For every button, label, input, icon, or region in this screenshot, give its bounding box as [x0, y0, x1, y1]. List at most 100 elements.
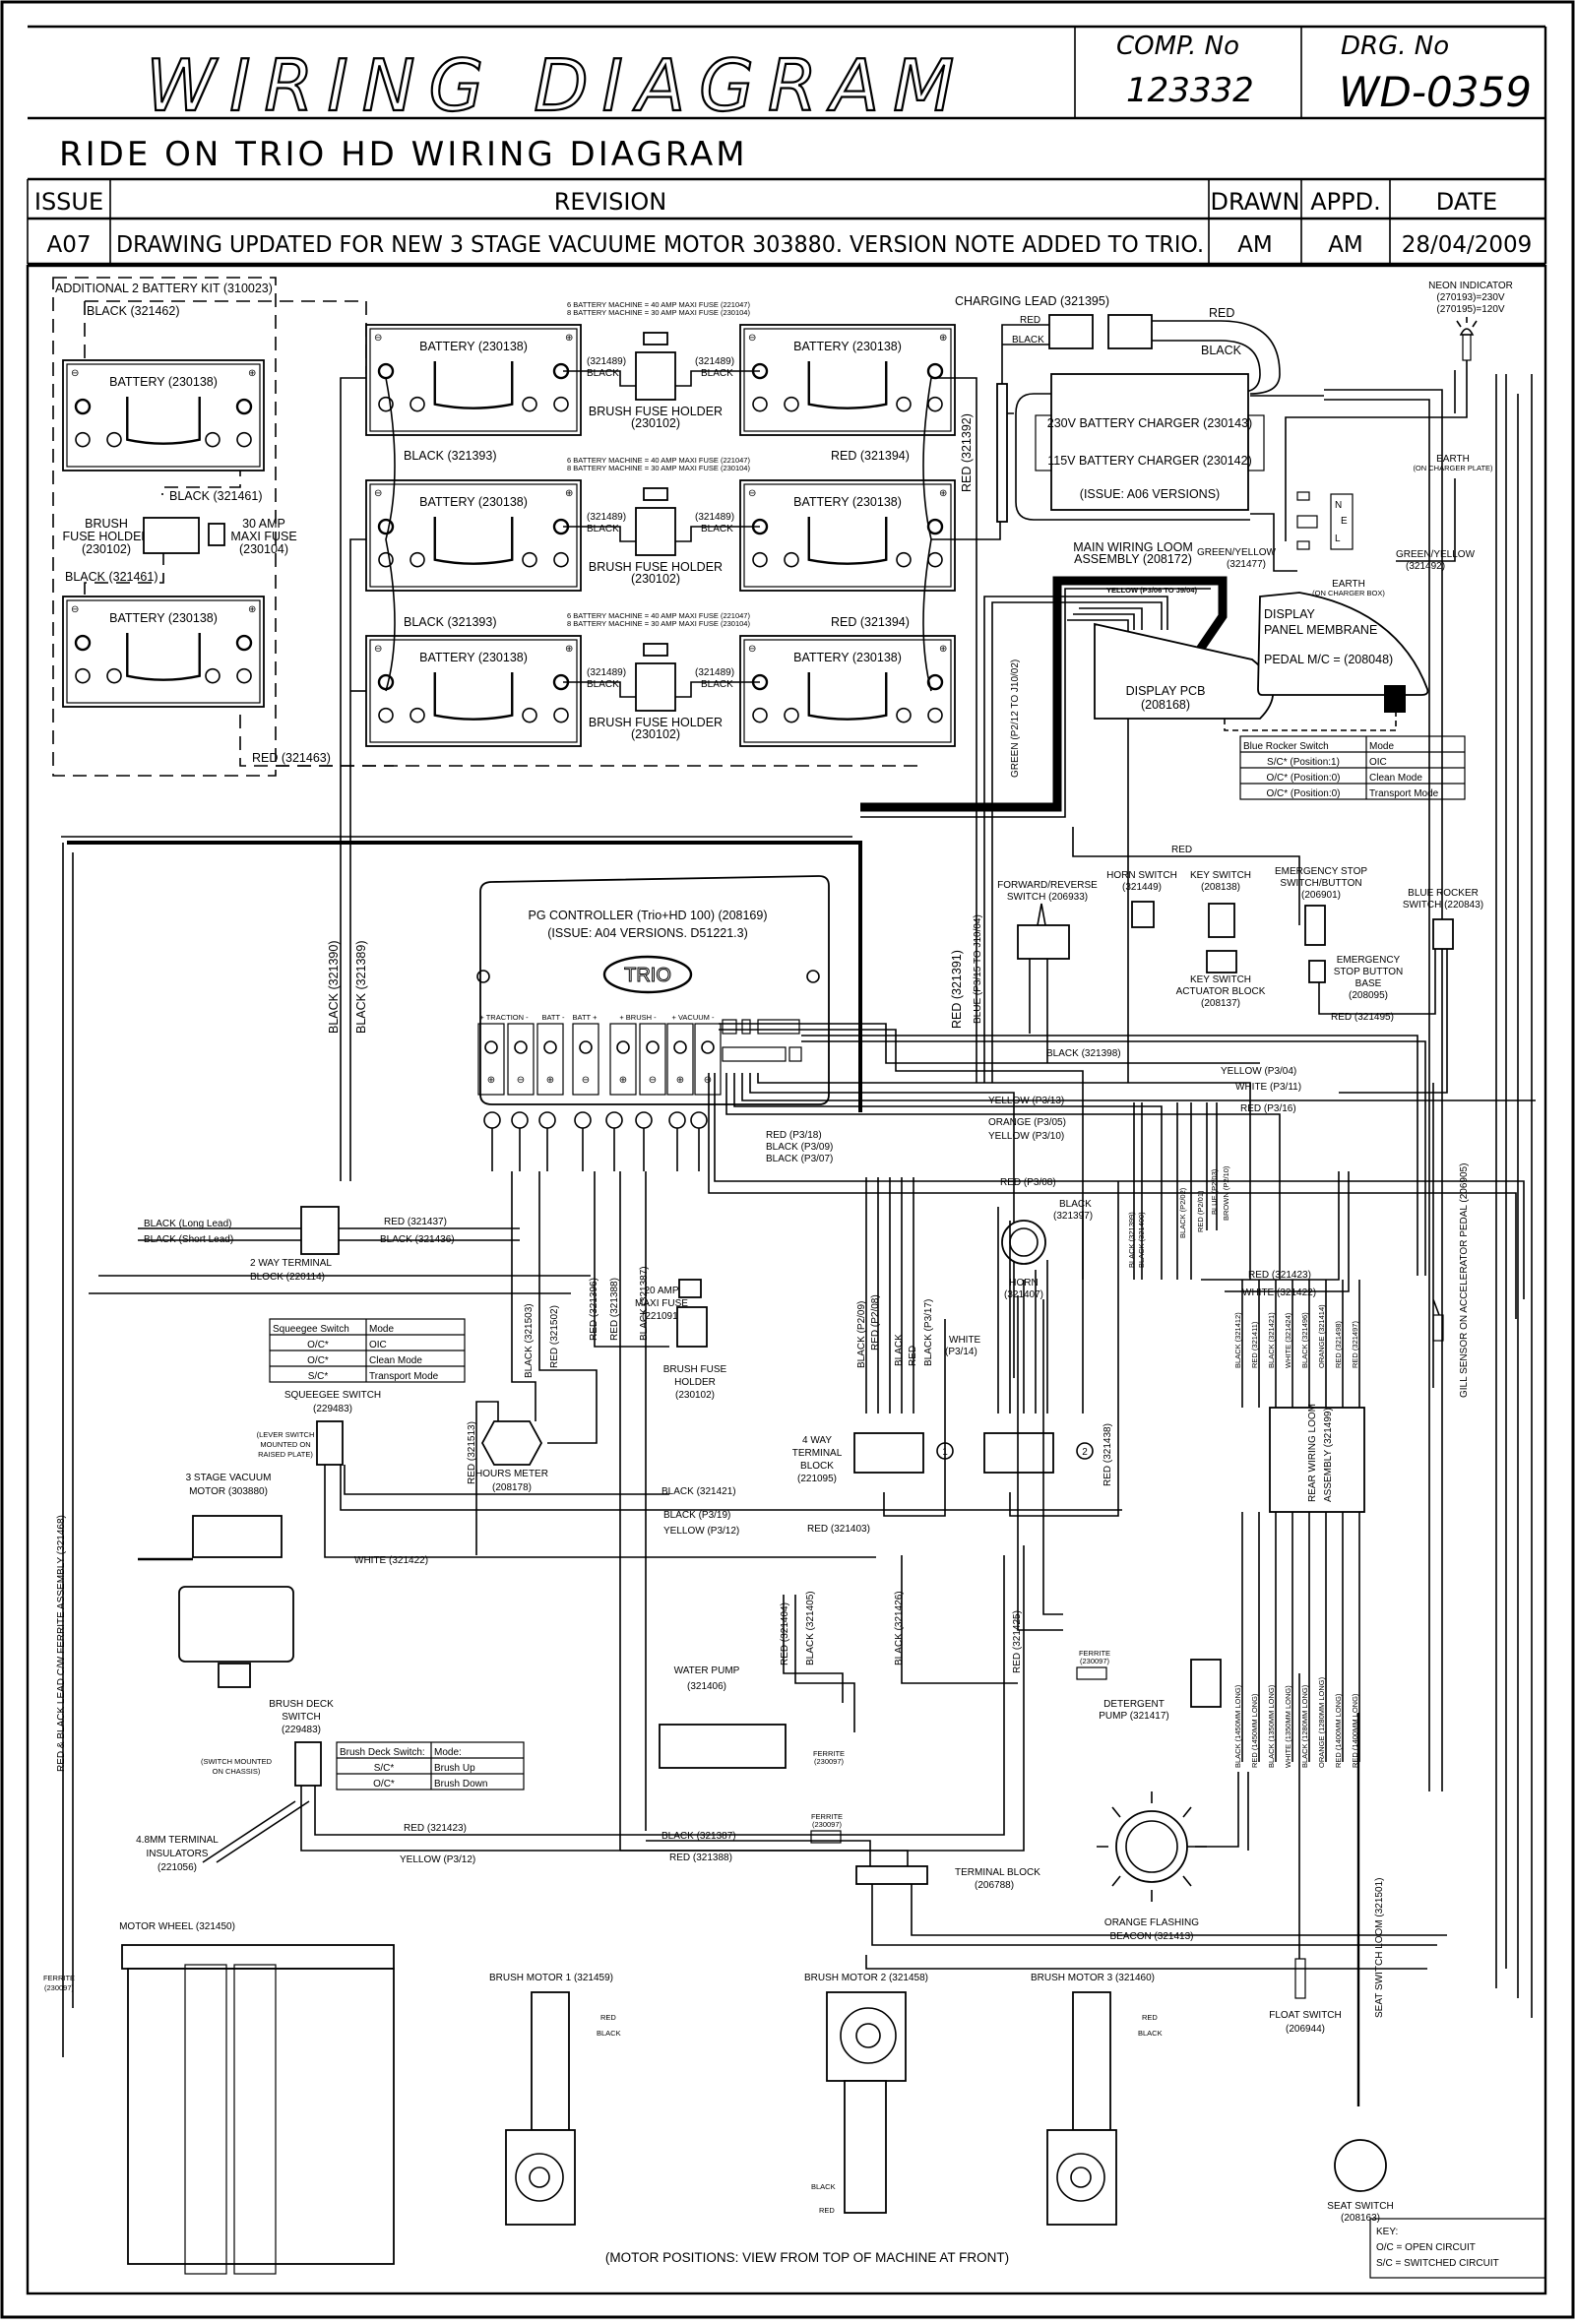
- rear-loom-input-label: BLACK (321496): [1300, 1312, 1309, 1368]
- table-cell: O/C*: [307, 1355, 329, 1366]
- positive-terminal-icon: ⊕: [939, 333, 947, 344]
- wire-black-p3-09: BLACK (P3/09): [766, 1142, 833, 1153]
- yellow-p3-12: YELLOW (P3/12): [663, 1526, 739, 1537]
- horn-switch-label-2: (321449): [1122, 882, 1162, 893]
- float-switch-label-2: (206944): [1286, 2024, 1325, 2035]
- negative-terminal-icon: ⊖: [748, 488, 756, 499]
- det-ferrite-1: FERRITE: [1079, 1649, 1110, 1658]
- hours-meter-wires: [475, 1171, 598, 1555]
- connector-p1: [722, 1019, 737, 1035]
- lead-red: RED: [1142, 2013, 1158, 2022]
- label-red-321392: RED (321392): [960, 413, 974, 492]
- table-cell: Squeegee Switch: [273, 1324, 349, 1335]
- drawing-subtitle: RIDE ON TRIO HD WIRING DIAGRAM: [59, 135, 748, 174]
- white-321422: WHITE (321422): [1242, 1288, 1316, 1298]
- table-cell: Transport Mode: [369, 1371, 439, 1382]
- battery: [739, 324, 956, 436]
- battery-label: BATTERY (230138): [109, 375, 218, 389]
- estop-label-2: SWITCH/BUTTON: [1280, 878, 1361, 889]
- wire-red-label: RED: [1171, 845, 1192, 855]
- neon-feed: [1250, 389, 1443, 1791]
- drawn-header: DRAWN: [1211, 188, 1300, 216]
- red-321396: RED (321396): [589, 1278, 599, 1341]
- squeegee-title-1: SQUEEGEE SWITCH: [284, 1390, 381, 1401]
- key-sc: S/C = SWITCHED CIRCUIT: [1376, 2258, 1499, 2269]
- battery-cell-cap: [553, 551, 569, 568]
- battery-cell-cap: [522, 551, 537, 568]
- battery-handle: [433, 361, 514, 409]
- fuse-holder-code: (230102): [631, 416, 680, 430]
- table-cell: O/C*: [307, 1340, 329, 1350]
- mount-hole: [806, 970, 820, 983]
- insulator-arrows: [202, 1800, 310, 1863]
- battery-cell-cap: [927, 396, 943, 412]
- revision-value: DRAWING UPDATED FOR NEW 3 STAGE VACUUME …: [116, 232, 1204, 258]
- issue-header: ISSUE: [34, 188, 103, 216]
- battery-handle: [807, 672, 888, 721]
- black-long-lead: BLACK (Long Lead): [144, 1219, 232, 1229]
- rear-loom-input-label: BLACK (321412): [1233, 1312, 1242, 1368]
- fuse-link-code: (321489): [695, 512, 734, 523]
- fuse-note: 6 BATTERY MACHINE = 40 AMP MAXI FUSE (22…: [567, 611, 750, 620]
- black-321399: BLACK (321399): [1127, 1212, 1136, 1268]
- estop-base-label-3: BASE: [1355, 978, 1382, 989]
- earth-plate-label-1: EARTH: [1436, 454, 1470, 465]
- label-red-321394-a: RED (321394): [831, 449, 910, 463]
- terminal-label: BATT -: [541, 1013, 565, 1022]
- battery-charger-section: CHARGING LEAD (321395) RED BLACK RED BLA…: [955, 281, 1513, 1791]
- gy-right-2: (321492): [1406, 561, 1445, 572]
- charger-red-label: RED: [1209, 306, 1234, 320]
- plus-icon: ⊕: [487, 1075, 495, 1086]
- ferrite-lead: [62, 843, 74, 2057]
- battery-label: BATTERY (230138): [109, 611, 218, 625]
- terminal-bolt: [701, 1040, 715, 1054]
- table-cell: Mode:: [434, 1747, 462, 1758]
- rear-loom-input-label: BLACK (321421): [1267, 1312, 1276, 1368]
- negative-terminal-icon: ⊖: [374, 488, 382, 499]
- det-pump-2: PUMP (321417): [1099, 1711, 1169, 1722]
- float-switch: FLOAT SWITCH (206944): [1269, 1673, 1342, 2035]
- vacuum-motor-head: [192, 1515, 283, 1558]
- wire-yellow-p3-04: YELLOW (P3/04): [1221, 1066, 1296, 1077]
- table-cell: Clean Mode: [369, 1355, 422, 1366]
- main-loom-title-2: ASSEMBLY (208172): [1074, 552, 1192, 566]
- red-321404: RED (321404): [780, 1602, 790, 1665]
- charger-bracket: [1247, 414, 1265, 471]
- fuse-link-color: BLACK: [701, 368, 733, 379]
- wire-white: WHITE: [949, 1335, 981, 1346]
- water-pump-title-1: WATER PUMP: [674, 1665, 740, 1676]
- motor-wheel-label: MOTOR WHEEL (321450): [119, 1921, 235, 1932]
- charger-ac-lead: [1015, 393, 1250, 521]
- negative-terminal-icon: ⊖: [71, 604, 79, 615]
- brush-motor-label: BRUSH MOTOR 1 (321459): [489, 1973, 613, 1983]
- battery-post: [235, 398, 253, 415]
- rear-loom-input-label: RED (321498): [1334, 1321, 1343, 1368]
- battery-cell-cap: [784, 396, 799, 412]
- maxi-fuse-icon: [643, 643, 668, 657]
- gill-sensor: GILL SENSOR ON ACCELERATOR PEDAL (206905…: [1432, 1083, 1470, 1398]
- rear-loom-title-1: REAR WIRING LOOM: [1307, 1404, 1318, 1502]
- negative-terminal-icon: ⊖: [748, 644, 756, 655]
- rear-wiring-loom: REAR WIRING LOOM ASSEMBLY (321499) BLACK…: [1233, 1280, 1365, 1768]
- bfh2-1: BRUSH FUSE: [663, 1364, 727, 1375]
- rear-loom-output-label: RED (1400MM LONG): [1351, 1693, 1359, 1768]
- key-switch: [1208, 903, 1235, 938]
- label-red-321463: RED (321463): [252, 751, 331, 765]
- ferrite-lead-label: RED & BLACK LEAD C/W FERRITE ASSEMBLY (3…: [56, 1515, 67, 1772]
- connector-p4: [722, 1046, 787, 1062]
- drg-no-value: WD-0359: [1339, 68, 1532, 116]
- battery-handle: [433, 517, 514, 565]
- brush-fuse-holder: [635, 662, 676, 712]
- battery: [739, 479, 956, 592]
- terminal-block-outputs: [883, 1181, 1119, 1517]
- rear-loom-input-label: WHITE (321424): [1284, 1312, 1292, 1368]
- table-cell: Brush Down: [434, 1779, 487, 1790]
- black-321426-wire: [901, 1555, 1018, 1684]
- ferrite-230097-b: [810, 1830, 842, 1844]
- battery-bank: BATTERY (230138)⊖⊕BATTERY (230138)⊖⊕BATT…: [62, 324, 956, 747]
- wire-red-321438: RED (321438): [1102, 1423, 1113, 1486]
- maxi-fuse-221091: [678, 1279, 702, 1298]
- positive-terminal-icon: ⊕: [565, 333, 573, 344]
- terminal-bolt: [646, 1040, 660, 1054]
- label-red: RED: [1020, 315, 1040, 326]
